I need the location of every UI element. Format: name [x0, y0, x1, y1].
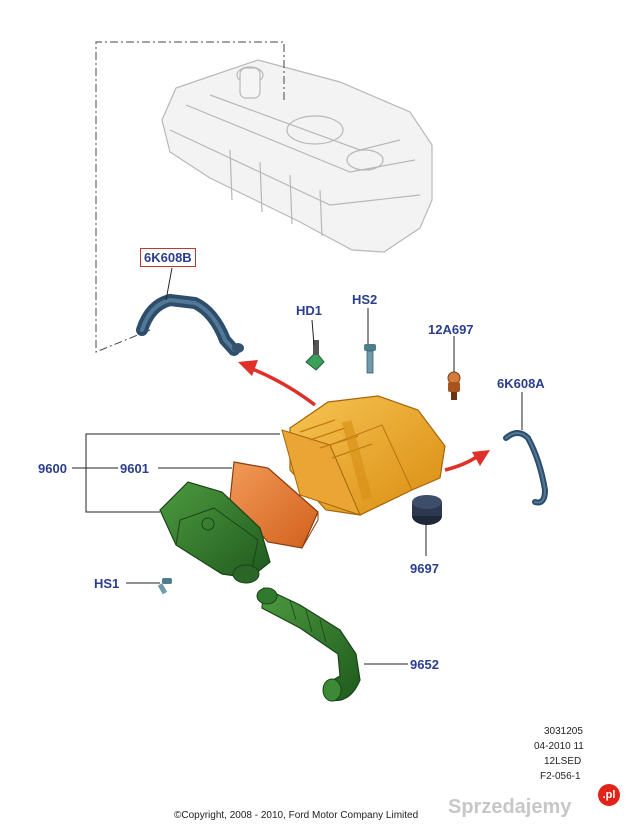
watermark-text: Sprzedajemy [448, 796, 572, 818]
leader-lines [72, 267, 523, 665]
callout-9601: 9601 [120, 461, 149, 476]
callout-hd1: HD1 [296, 303, 323, 318]
callout-9697: 9697 [410, 561, 439, 576]
drawing-ref: F2-056-1 [540, 771, 581, 782]
drawing-date: 04-2010 11 [534, 741, 584, 752]
callout-9652: 9652 [410, 657, 439, 672]
breather-hose-6k608b [136, 293, 244, 356]
cap-9697 [412, 495, 442, 525]
flow-arrow-right [444, 450, 490, 472]
engine-cover-illustration [161, 59, 433, 253]
drawing-number: 3031205 [544, 726, 583, 737]
fastener-hd1 [305, 340, 325, 371]
callout-9600: 9600 [38, 461, 67, 476]
air-box-lid-9600 [281, 395, 446, 516]
valve-12a697 [447, 371, 461, 400]
intake-duct-9652 [256, 587, 361, 702]
drawing-code: 12LSED [544, 756, 582, 767]
callout-6k608b: 6K608B [140, 248, 196, 267]
reference-line [95, 41, 285, 353]
copyright-notice: ©Copyright, 2008 - 2010, Ford Motor Comp… [174, 810, 419, 821]
breather-hose-6k608a [503, 430, 549, 506]
callout-12a697: 12A697 [428, 322, 474, 337]
bolt-hs2 [364, 344, 376, 374]
flow-arrow-left [238, 360, 317, 407]
watermark-badge: .pl [598, 784, 620, 806]
air-box-base [159, 481, 271, 584]
callout-hs1: HS1 [94, 576, 120, 591]
callout-hs2: HS2 [352, 292, 378, 307]
callout-6k608a: 6K608A [497, 376, 545, 391]
screw-hs1 [157, 578, 172, 595]
